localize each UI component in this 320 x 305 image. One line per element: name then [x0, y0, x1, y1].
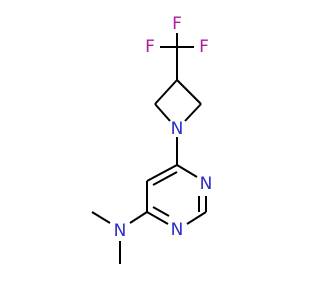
atom-label-n-pyrimidine-top: N	[200, 174, 213, 194]
bond-azetidine-c3-c2	[154, 79, 178, 105]
bond-c2-n3	[186, 211, 207, 225]
bond-azetidine-c4-n	[184, 103, 202, 122]
bond-azetidine-c2-n	[154, 103, 171, 122]
atom-label-f-right: F	[199, 37, 209, 57]
bond-azetidine-c3-c4	[176, 79, 202, 105]
atom-label-n-dimethylamine: N	[114, 221, 127, 241]
atom-label-f-top: F	[172, 14, 182, 34]
atom-label-n-pyrimidine-bottom: N	[171, 220, 184, 240]
bond-c5-c6	[146, 164, 178, 182]
bond-c5-c6-inner	[152, 171, 178, 186]
bond-c6-n1	[176, 164, 198, 178]
molecule-diagram: F F F N N N N	[91, 14, 213, 264]
bond-c4-nme2	[129, 211, 148, 224]
atom-label-f-left: F	[145, 37, 155, 57]
structure-svg: F F F N N N N	[91, 14, 213, 264]
atom-label-n-azetidine: N	[171, 119, 184, 139]
bond-n-methyl-up	[91, 211, 111, 224]
bond-n3-c4	[146, 211, 169, 225]
bond-n3-c4-inner	[152, 206, 170, 217]
